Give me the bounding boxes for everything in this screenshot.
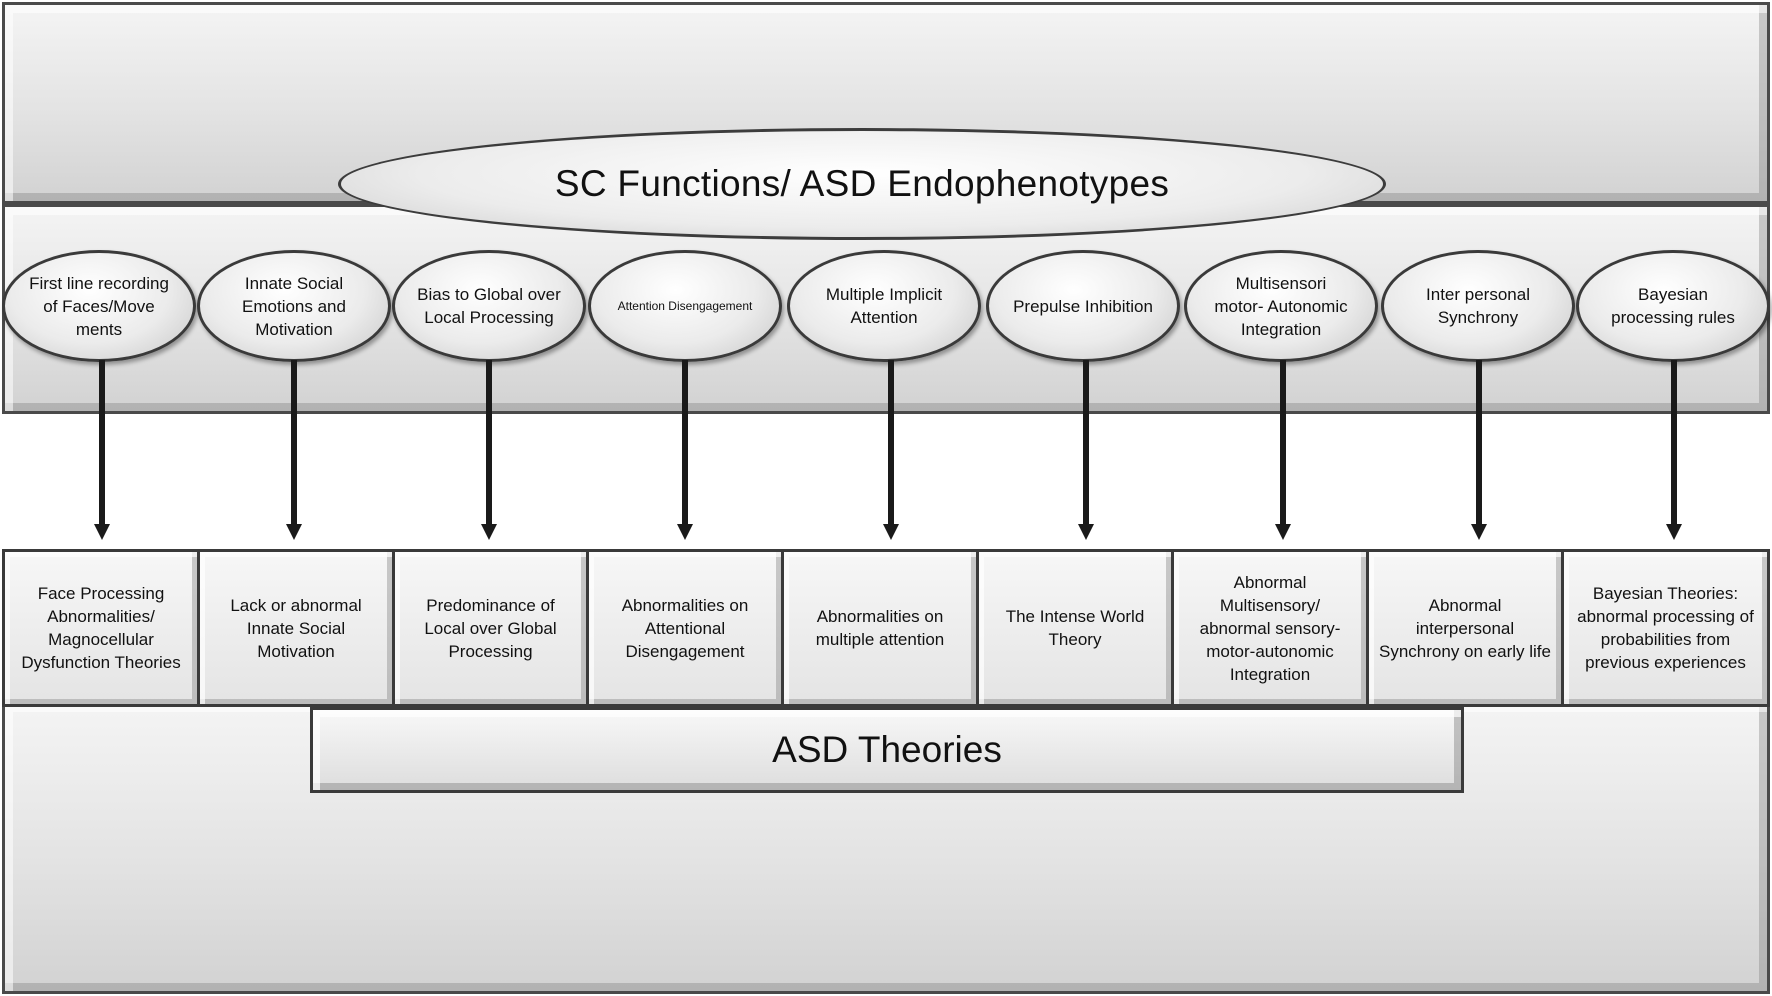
arrow-line — [99, 360, 105, 528]
arrow-head — [1078, 524, 1094, 540]
theory-box-7: Abnormal Multisensory/ abnormal sensory-… — [1171, 549, 1369, 707]
arrow-head — [677, 524, 693, 540]
arrow-head — [481, 524, 497, 540]
arrow-head — [1275, 524, 1291, 540]
arrow-line — [1671, 360, 1677, 528]
function-node-6: Prepulse Inhibition — [986, 250, 1180, 362]
arrow-head — [94, 524, 110, 540]
theory-box-1: Face Processing Abnormalities/ Magnocell… — [2, 549, 200, 707]
asd-theories-label: ASD Theories — [310, 707, 1464, 793]
theory-box-2: Lack or abnormal Innate Social Motivatio… — [197, 549, 395, 707]
function-label: Innate Social Emotions and Motivation — [242, 273, 346, 339]
arrow-head — [286, 524, 302, 540]
arrow-line — [1280, 360, 1286, 528]
function-node-8: Inter personal Synchrony — [1381, 250, 1575, 362]
function-node-9: Bayesian processing rules — [1576, 250, 1770, 362]
theory-box-4: Abnormalities on Attentional Disengageme… — [586, 549, 784, 707]
arrow-line — [682, 360, 688, 528]
function-label: First line recording of Faces/Move ments — [29, 273, 169, 339]
function-node-7: Multisensori motor- Autonomic Integratio… — [1184, 250, 1378, 362]
theory-box-3: Predominance of Local over Global Proces… — [392, 549, 589, 707]
function-node-4: Attention Disengagement — [588, 250, 782, 362]
function-label: Multisensori motor- Autonomic Integratio… — [1214, 273, 1348, 339]
arrow-line — [1476, 360, 1482, 528]
function-node-5: Multiple Implicit Attention — [787, 250, 981, 362]
function-label: Prepulse Inhibition — [1013, 296, 1153, 316]
function-label: Attention Disengagement — [617, 299, 753, 313]
theory-box-8: Abnormal interpersonal Synchrony on earl… — [1366, 549, 1564, 707]
arrow-line — [1083, 360, 1089, 528]
theory-box-9: Bayesian Theories: abnormal processing o… — [1561, 549, 1770, 707]
function-label: Bayesian processing rules — [1611, 285, 1735, 327]
function-label: Bias to Global over Local Processing — [417, 285, 561, 327]
function-node-3: Bias to Global over Local Processing — [392, 250, 586, 362]
function-label: Multiple Implicit Attention — [825, 285, 943, 327]
theory-box-6: The Intense World Theory — [976, 549, 1174, 707]
theory-box-5: Abnormalities on multiple attention — [781, 549, 979, 707]
arrow-head — [883, 524, 899, 540]
arrow-line — [291, 360, 297, 528]
diagram-title: SC Functions/ ASD Endophenotypes — [338, 128, 1386, 240]
arrow-line — [888, 360, 894, 528]
arrow-line — [486, 360, 492, 528]
arrow-head — [1471, 524, 1487, 540]
arrow-head — [1666, 524, 1682, 540]
function-label: Inter personal Synchrony — [1426, 285, 1530, 327]
function-node-2: Innate Social Emotions and Motivation — [197, 250, 391, 362]
function-node-1: First line recording of Faces/Move ments — [2, 250, 196, 362]
